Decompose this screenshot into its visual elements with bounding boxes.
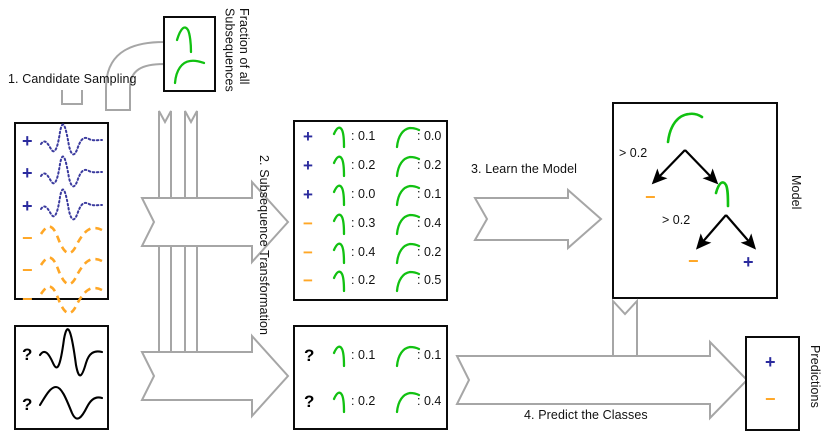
svg-text:−: − xyxy=(22,260,33,280)
rise-plateau-shapelet-icon xyxy=(395,391,421,414)
candidate-box-label-line2: Subsequences xyxy=(222,8,237,92)
row-feature1-value: : 0.1 xyxy=(351,129,376,143)
child-left-edge xyxy=(695,214,727,250)
root-shapelet-glyph xyxy=(666,112,704,144)
row-class-marker: − xyxy=(303,271,313,290)
row-feature1-value: : 0.4 xyxy=(351,245,376,259)
train-transform-rows: + : 0.1 : 0.0 + : 0.2 : 0.2 + xyxy=(293,120,448,301)
test-series-box xyxy=(14,325,109,430)
row-class-marker: + xyxy=(303,127,313,146)
row-feature2-value: : 0.4 xyxy=(417,394,442,408)
child-right-edge xyxy=(725,214,757,250)
rise-plateau-shapelet-icon xyxy=(395,184,421,207)
root-left-edge xyxy=(651,149,686,185)
rise-plateau-shapelet-icon xyxy=(395,242,421,265)
child-right-leaf: + xyxy=(743,252,754,272)
prediction-negative: − xyxy=(765,389,776,409)
model-box xyxy=(612,102,778,299)
rise-plateau-shapelet-icon xyxy=(395,213,421,236)
prediction-positive: + xyxy=(765,352,776,372)
peak-drop-shapelet-icon xyxy=(332,242,346,265)
row-feature2-value: : 0.5 xyxy=(417,273,442,287)
root-left-leaf: − xyxy=(645,187,656,207)
svg-text:+: + xyxy=(22,131,33,151)
rise-plateau-shapelet-icon xyxy=(395,270,421,293)
peak-drop-shapelet-icon xyxy=(332,213,346,236)
rise-plateau-shapelet-icon xyxy=(395,126,421,149)
row-feature2-value: : 0.2 xyxy=(417,245,442,259)
decision-tree: > 0.2 − > 0.2 − + xyxy=(619,112,757,272)
row-feature2-value: : 0.2 xyxy=(417,158,442,172)
row-feature1-value: : 0.1 xyxy=(351,348,376,362)
step4-label: 4. Predict the Classes xyxy=(524,408,648,422)
svg-text:−: − xyxy=(22,289,33,309)
predictions-box xyxy=(745,336,800,431)
row-class-marker: + xyxy=(303,185,313,204)
svg-text:?: ? xyxy=(22,395,32,414)
step1-connector xyxy=(61,90,83,105)
train-transform-box xyxy=(293,120,448,301)
predict-classes-arrow xyxy=(455,298,749,421)
test-transform-box xyxy=(293,325,448,430)
row-feature1-value: : 0.2 xyxy=(351,273,376,287)
test-series-plot: ? ? xyxy=(22,328,104,420)
root-right-edge xyxy=(684,149,719,185)
rise-plateau-shapelet-icon xyxy=(395,345,421,368)
training-series-plot: + + + − − − xyxy=(22,123,103,315)
row-feature2-value: : 0.0 xyxy=(417,129,442,143)
model-box-label: Model xyxy=(789,175,803,210)
row-class-marker: + xyxy=(303,156,313,175)
root-threshold-label: > 0.2 xyxy=(619,146,647,160)
test-transform-rows: ? : 0.1 : 0.1 ? : 0.2 : 0.4 xyxy=(293,325,448,430)
row-feature2-value: : 0.4 xyxy=(417,216,442,230)
candidate-shapelets-box xyxy=(163,16,216,92)
row-feature1-value: : 0.2 xyxy=(351,158,376,172)
step2-label: 2. Subsequence Transformation xyxy=(257,155,271,336)
row-class-marker: ? xyxy=(304,392,315,411)
row-feature1-value: : 0.0 xyxy=(351,187,376,201)
subsequence-transformation-arrows xyxy=(140,110,290,419)
step3-label: 3. Learn the Model xyxy=(471,162,578,176)
candidate-shapelet-glyphs xyxy=(173,26,206,85)
learn-model-arrow xyxy=(473,187,603,251)
row-class-marker: ? xyxy=(304,346,315,365)
svg-text:?: ? xyxy=(22,345,32,364)
training-series-box xyxy=(14,122,109,300)
child-threshold-label: > 0.2 xyxy=(662,213,690,227)
svg-text:−: − xyxy=(22,228,33,248)
predictions-rows: + − xyxy=(745,336,800,431)
peak-drop-shapelet-icon xyxy=(332,270,346,293)
row-feature2-value: : 0.1 xyxy=(417,348,442,362)
candidate-box-label: Fraction of all Subsequences xyxy=(222,8,251,92)
peak-drop-shapelet-icon xyxy=(332,184,346,207)
child-shapelet-glyph xyxy=(714,181,730,208)
rise-plateau-shapelet-icon xyxy=(395,155,421,178)
row-feature2-value: : 0.1 xyxy=(417,187,442,201)
candidate-box-label-line1: Fraction of all xyxy=(236,8,251,85)
svg-text:+: + xyxy=(22,163,33,183)
predictions-box-label: Predictions xyxy=(808,345,822,408)
peak-drop-shapelet-icon xyxy=(332,155,346,178)
peak-drop-shapelet-icon xyxy=(332,391,346,414)
row-class-marker: − xyxy=(303,243,313,262)
svg-text:+: + xyxy=(22,196,33,216)
row-class-marker: − xyxy=(303,214,313,233)
peak-drop-shapelet-icon xyxy=(332,345,346,368)
row-feature1-value: : 0.3 xyxy=(351,216,376,230)
step1-label: 1. Candidate Sampling xyxy=(8,72,137,86)
peak-drop-shapelet-icon xyxy=(332,126,346,149)
child-left-leaf: − xyxy=(688,251,699,271)
row-feature1-value: : 0.2 xyxy=(351,394,376,408)
